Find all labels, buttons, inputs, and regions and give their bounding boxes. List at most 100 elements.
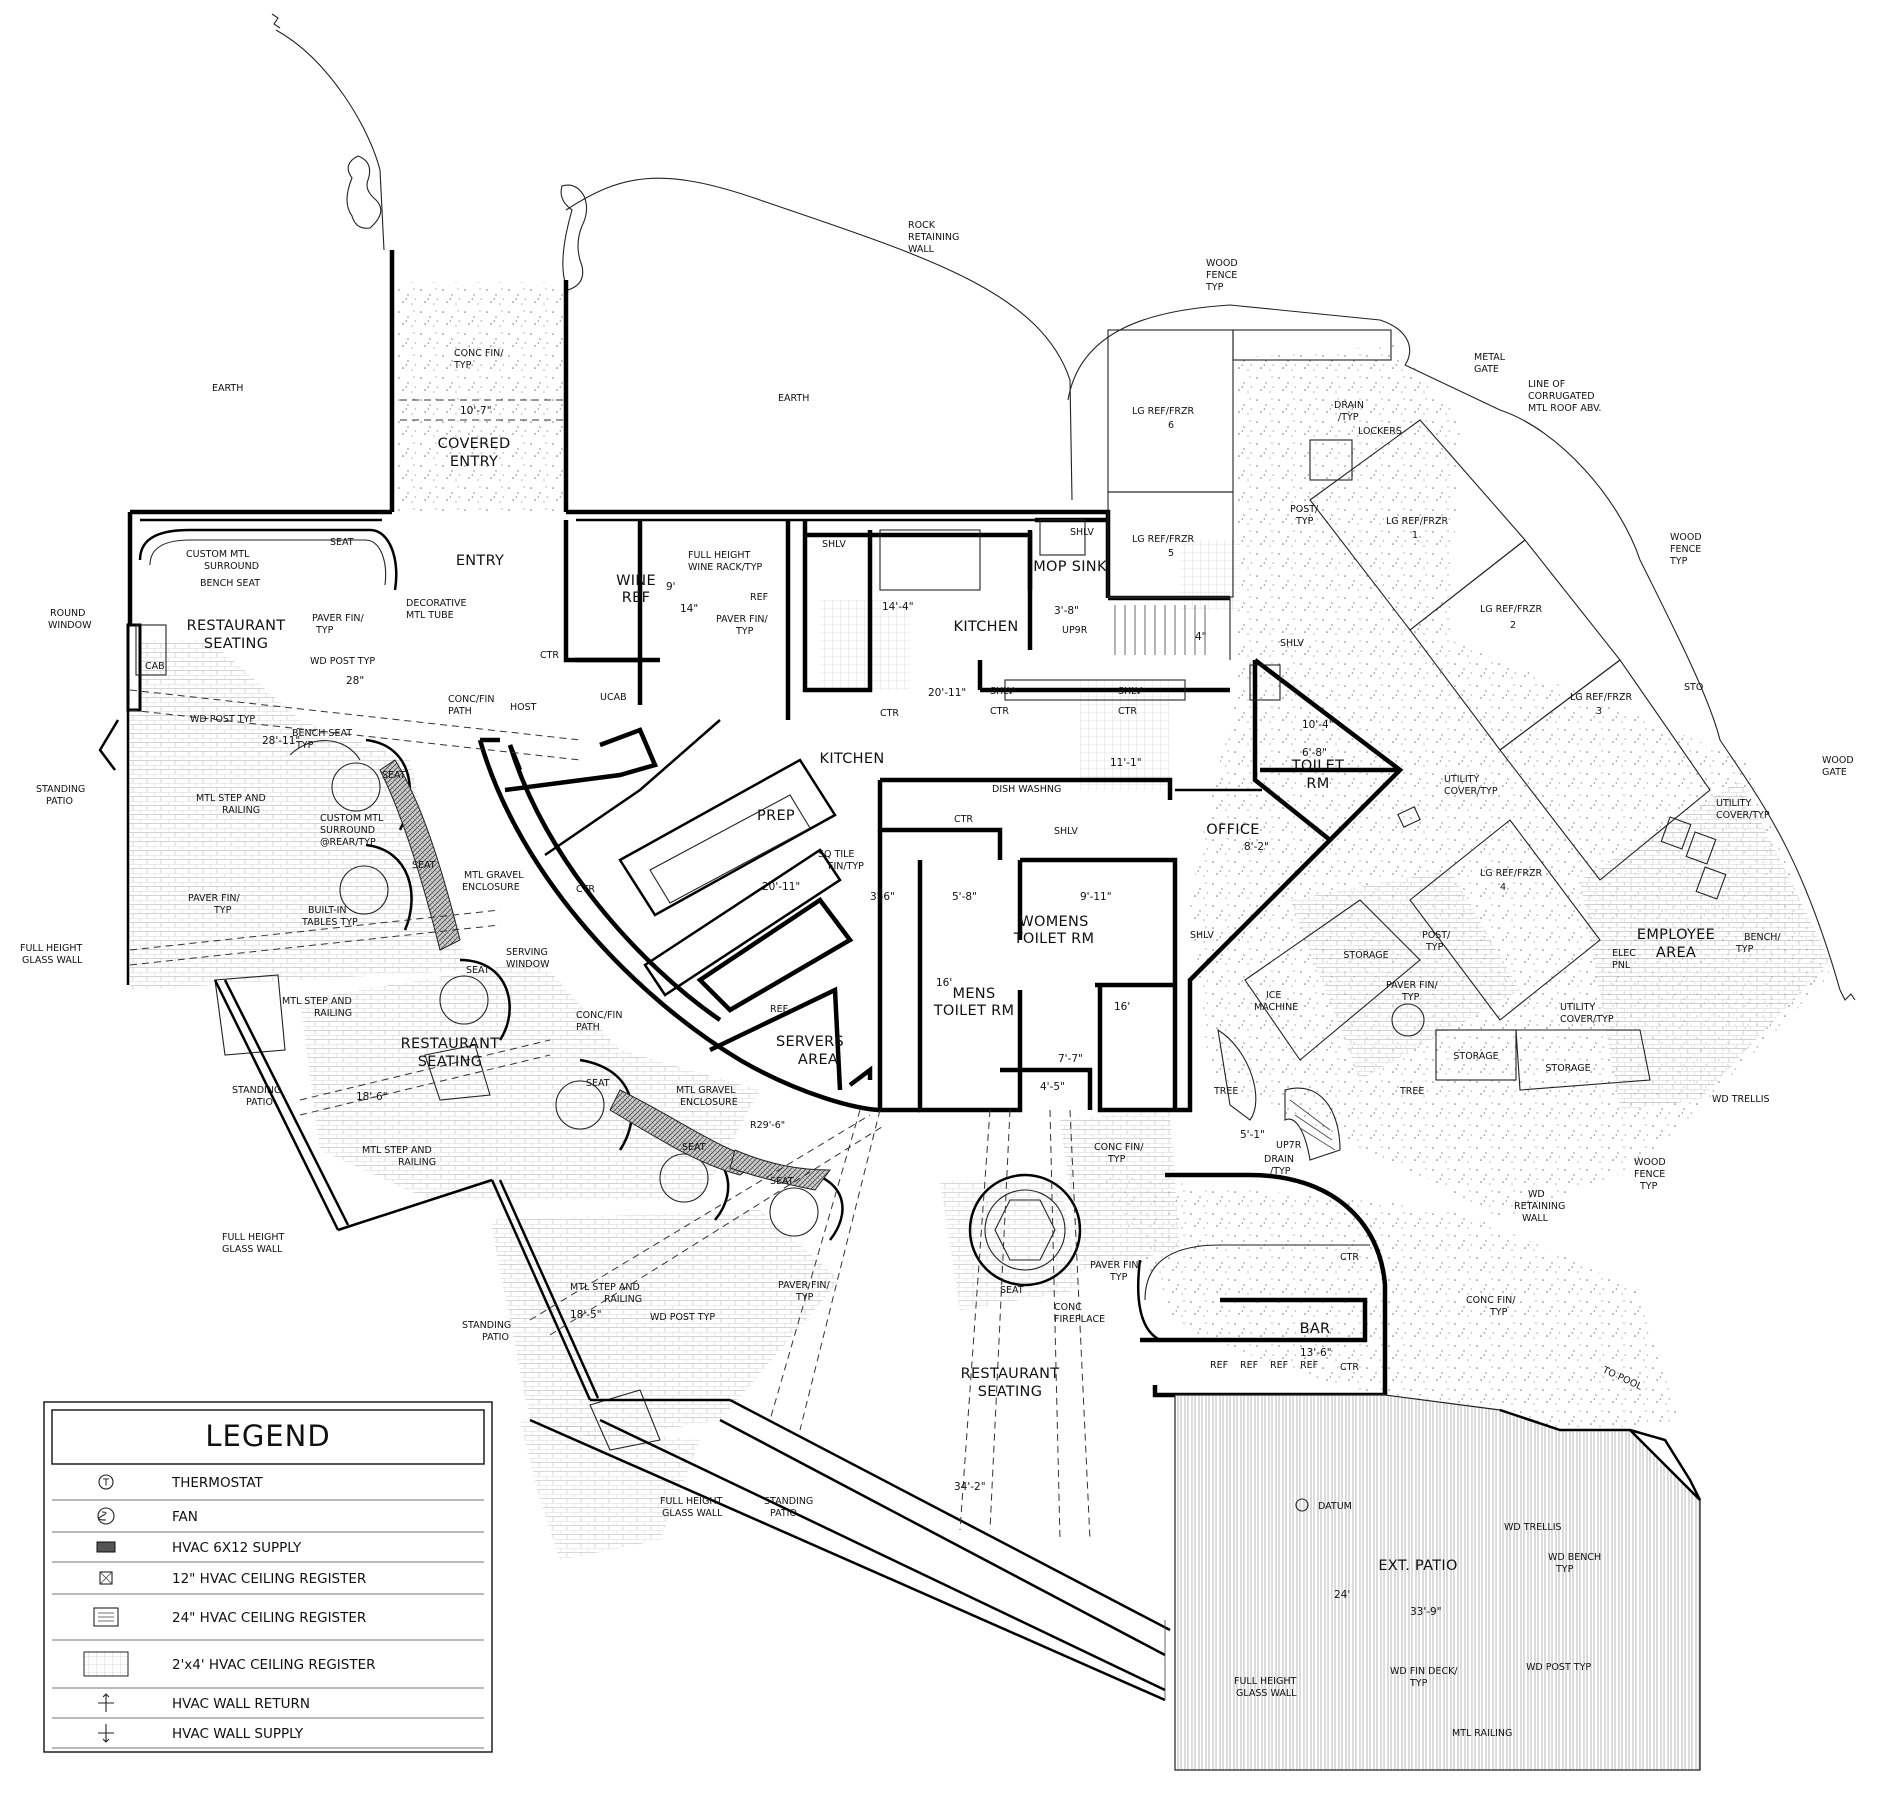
- note-wd-post-left: WD POST TYP: [190, 714, 255, 725]
- note-wood-fence-right-3: TYP: [1669, 556, 1688, 567]
- note-wd-trellis: WD TRELLIS: [1712, 1094, 1770, 1105]
- note-standing-patio-4: STANDING: [764, 1496, 813, 1507]
- room-restaurant-seating-mid-2: SEATING: [418, 1054, 482, 1070]
- legend-item-label: THERMOSTAT: [171, 1475, 264, 1491]
- note-seat-w5: SEAT: [682, 1142, 706, 1153]
- note-bench-seat: BENCH SEAT: [200, 578, 260, 589]
- dim-10-4: 10'-4": [1302, 719, 1334, 731]
- note-paver-fin-5b: TYP: [1401, 992, 1420, 1003]
- seating-furniture: [135, 439, 1727, 1451]
- room-ext-patio: EXT. PATIO: [1378, 1558, 1457, 1574]
- legend-item-label: FAN: [172, 1509, 198, 1525]
- room-employee-area-2: AREA: [1656, 945, 1696, 961]
- note-cab: CAB: [145, 661, 165, 672]
- dim-3-8: 3'-8": [1054, 605, 1079, 617]
- dim-13-6: 13'-6": [1300, 1347, 1332, 1359]
- dim-24: 24': [1334, 1589, 1350, 1601]
- note-shlv-1: SHLV: [822, 539, 846, 550]
- note-corrugated-3: MTL ROOF ABV.: [1528, 403, 1601, 414]
- note-lg-ref-2: LG REF/FRZR: [1480, 604, 1543, 615]
- note-bench-typ-2: TYP: [1735, 944, 1754, 955]
- note-wd-fin-deck: WD FIN DECK/: [1390, 1666, 1458, 1677]
- room-prep: PREP: [757, 808, 795, 824]
- note-custom-mtl-rear-3: @REAR/TYP: [320, 837, 376, 848]
- note-paver-fin-2: PAVER FIN/: [188, 893, 241, 904]
- note-utility-1b: COVER/TYP: [1444, 786, 1498, 797]
- dim-7-7: 7'-7": [1058, 1053, 1083, 1065]
- note-ref-wine: REF: [750, 592, 768, 603]
- legend-item-label: HVAC 6X12 SUPPLY: [172, 1540, 302, 1556]
- note-custom-mtl-2: SURROUND: [204, 561, 259, 572]
- dim-18-5: 18'-5": [570, 1309, 602, 1321]
- rock-retaining-wall: [271, 13, 1073, 501]
- fan-symbol: [97, 1507, 115, 1525]
- note-shlv-5: SHLV: [1280, 638, 1304, 649]
- note-mtl-gravel-2b: ENCLOSURE: [680, 1097, 738, 1108]
- note-up7r: UP7R: [1276, 1140, 1302, 1151]
- note-paver-fin-3b: TYP: [795, 1292, 814, 1303]
- dim-14-4: 14'-4": [882, 601, 914, 613]
- note-seat-w2: SEAT: [412, 860, 436, 871]
- legend-title: LEGEND: [205, 1419, 330, 1453]
- note-paver-fin-1b: TYP: [315, 625, 334, 636]
- note-earth-left: EARTH: [212, 383, 243, 394]
- stairs-east: [1108, 597, 1231, 660]
- note-wood-fence-top-3: TYP: [1205, 282, 1224, 293]
- dimension-labels: 10'-7" 28" 28'-11" 9' 14" 14'-4" 3'-8" 4…: [262, 405, 1442, 1618]
- note-ice-2: MACHINE: [1254, 1002, 1298, 1013]
- note-glass-wall-4b: GLASS WALL: [1236, 1688, 1297, 1699]
- dim-6-8: 6'-8": [1302, 747, 1327, 759]
- note-glass-wall-3b: GLASS WALL: [662, 1508, 723, 1519]
- note-rock-wall: ROCK: [908, 220, 936, 231]
- note-tree-1: TREE: [1399, 1086, 1424, 1097]
- room-covered-entry: COVERED: [438, 436, 511, 452]
- note-conc-fin-right: CONC FIN/: [1466, 1295, 1516, 1306]
- note-wd-fin-deck-2: TYP: [1409, 1678, 1428, 1689]
- room-covered-entry-2: ENTRY: [450, 454, 498, 470]
- note-glass-wall-2: FULL HEIGHT: [222, 1232, 284, 1243]
- room-kitchen-main: KITCHEN: [820, 751, 885, 767]
- note-mtl-gravel-2: MTL GRAVEL: [676, 1085, 736, 1096]
- note-conc-fin-right-2: TYP: [1489, 1307, 1508, 1318]
- note-lg-ref-1n: 1: [1412, 530, 1418, 541]
- note-seat-w3: SEAT: [466, 965, 490, 976]
- note-wd-bench: WD BENCH: [1548, 1552, 1601, 1563]
- note-sq-tile-2: FIN/TYP: [828, 861, 864, 872]
- note-paver-fin-2b: TYP: [213, 905, 232, 916]
- note-glass-wall-1: FULL HEIGHT: [20, 943, 82, 954]
- note-seat-w1: SEAT: [382, 770, 406, 781]
- note-lg-ref-3n: 3: [1596, 706, 1602, 717]
- note-wood-gate: WOOD: [1822, 755, 1854, 766]
- dim-28-11: 28'-11": [262, 735, 300, 747]
- dim-16b: 16': [1114, 1001, 1130, 1013]
- note-r29: R29'-6": [750, 1120, 785, 1131]
- note-drain-2b: /TYP: [1270, 1166, 1291, 1177]
- note-drain-top: DRAIN: [1334, 400, 1364, 411]
- note-shlv-3: SHLV: [990, 686, 1014, 697]
- note-post-typ-1: POST/: [1290, 504, 1319, 515]
- note-wd-post-right: WD POST TYP: [1526, 1662, 1591, 1673]
- room-wine-ref-2: REF: [622, 590, 650, 606]
- note-mtl-step-1: MTL STEP AND: [196, 793, 266, 804]
- note-wd-retaining: WD: [1528, 1189, 1545, 1200]
- room-restaurant-seating-south-2: SEATING: [978, 1384, 1042, 1400]
- note-wood-fence-low: WOOD: [1634, 1157, 1666, 1168]
- note-glass-wall-3: FULL HEIGHT: [660, 1496, 722, 1507]
- note-rock-wall-3: WALL: [908, 244, 935, 255]
- note-conc-fin-path: CONC/FIN: [448, 694, 494, 705]
- note-mtl-step-3b: RAILING: [398, 1157, 436, 1168]
- room-employee-area: EMPLOYEE: [1637, 927, 1715, 943]
- room-kitchen-north: KITCHEN: [954, 619, 1019, 635]
- note-wd-retaining-2: RETAINING: [1514, 1201, 1565, 1212]
- dim-34-2: 34'-2": [954, 1481, 986, 1493]
- ceiling-register-24-symbol: [93, 1607, 119, 1627]
- legend-item-label: HVAC WALL SUPPLY: [172, 1726, 304, 1742]
- note-conc-fireplace-2: FIREPLACE: [1054, 1314, 1105, 1325]
- note-round-window: ROUND: [50, 608, 85, 619]
- note-wood-fence-low-2: FENCE: [1634, 1169, 1665, 1180]
- note-lg-ref-2n: 2: [1510, 620, 1516, 631]
- note-utility-3b: COVER/TYP: [1560, 1014, 1614, 1025]
- note-glass-wall-4: FULL HEIGHT: [1234, 1676, 1296, 1687]
- note-builtin-tables-2: TABLES TYP: [301, 917, 358, 928]
- note-seat-w6: SEAT: [770, 1176, 794, 1187]
